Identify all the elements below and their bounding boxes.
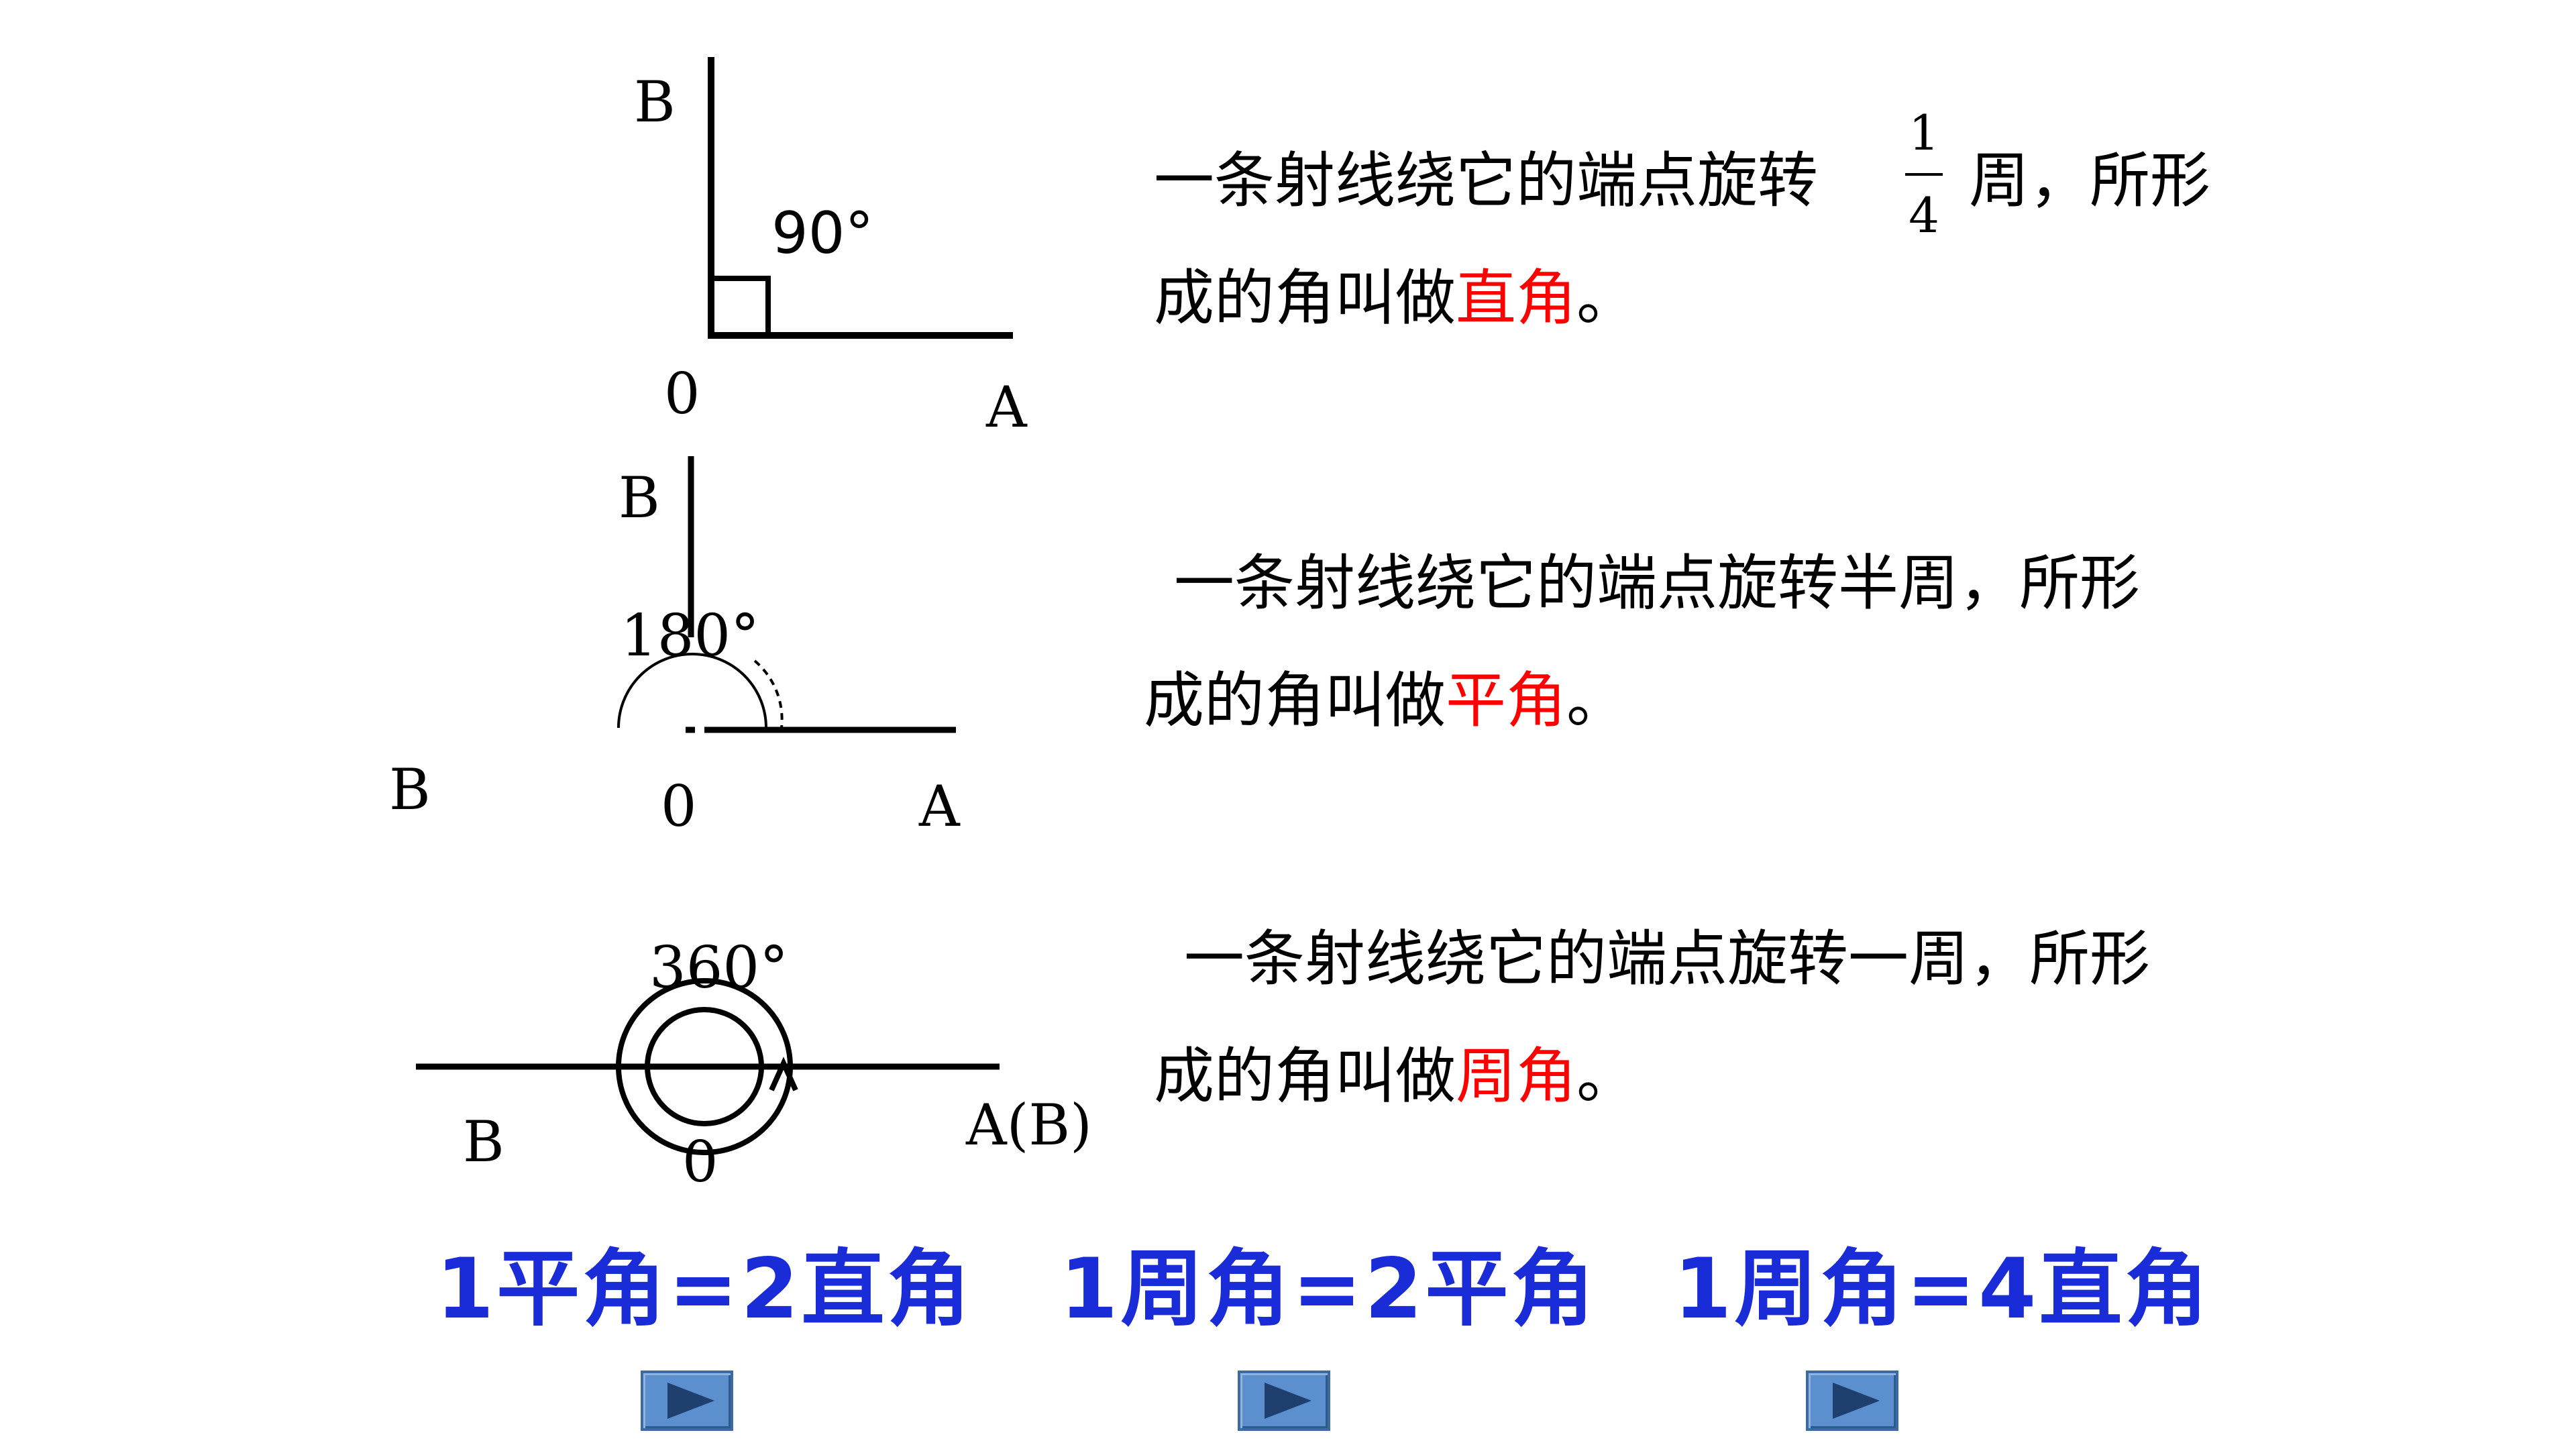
right-angle-degree: 90° [771, 200, 874, 267]
full-angle-degree: 360° [649, 934, 789, 1002]
equation-full-right: 1周角=4直角 [1674, 1241, 2211, 1338]
full-angle-label-ab: A(B) [966, 1092, 1092, 1158]
right-angle-desc-line2-text: 成的角叫做 [1154, 263, 1456, 333]
play-icon [667, 1383, 714, 1419]
right-angle-desc-line2: 成的角叫做直角。 [1154, 268, 1637, 329]
play-button-3[interactable] [1806, 1371, 1898, 1431]
play-button-2[interactable] [1238, 1371, 1330, 1431]
play-button-1[interactable] [641, 1371, 733, 1431]
straight-angle-desc-end: 。 [1566, 665, 1627, 736]
straight-angle-arc [617, 653, 767, 729]
straight-angle-degree: 180° [621, 602, 760, 669]
right-angle-frac-den: 4 [1909, 187, 1939, 244]
straight-angle-desc-line2-text: 成的角叫做 [1144, 665, 1446, 736]
equation-full-straight: 1周角=2平角 [1060, 1241, 1597, 1338]
full-angle-figure [416, 978, 1000, 1155]
straight-angle-label-b-left: B [389, 757, 431, 822]
full-angle-desc-end: 。 [1576, 1041, 1637, 1112]
right-angle-frac-bar [1905, 173, 1943, 176]
right-angle-desc-line1: 一条射线绕它的端点旋转 [1154, 151, 1818, 211]
right-angle-term: 直角 [1456, 263, 1576, 333]
right-angle-desc-end: 。 [1576, 263, 1637, 333]
straight-angle-label-b-top: B [619, 465, 660, 531]
right-angle-label-o: 0 [664, 361, 700, 427]
full-angle-arrow [769, 1057, 798, 1091]
right-angle-desc-after: 周，所形 [1969, 146, 2210, 216]
right-angle-desc-before: 一条射线绕它的端点旋转 [1154, 146, 1818, 216]
play-icon [1265, 1383, 1311, 1419]
full-angle-desc-line1: 一条射线绕它的端点旋转一周，所形 [1184, 924, 2150, 994]
straight-angle-desc-line2: 成的角叫做平角。 [1144, 671, 1627, 731]
full-angle-label-o: 0 [682, 1129, 718, 1195]
full-angle-label-b: B [463, 1109, 504, 1175]
right-angle-label-b: B [634, 69, 676, 135]
straight-angle-desc-line1: 一条射线绕它的端点旋转半周，所形 [1174, 548, 2140, 619]
full-angle-desc-line2-text: 成的角叫做 [1154, 1041, 1456, 1112]
play-icon [1833, 1383, 1880, 1419]
straight-angle-label-a: A [919, 773, 960, 839]
right-angle-figure [708, 57, 1013, 339]
right-angle-label-a: A [986, 374, 1027, 440]
right-angle-frac-num: 1 [1909, 105, 1939, 161]
straight-angle-label-o: 0 [661, 773, 697, 839]
equation-straight-right: 1平角=2直角 [436, 1241, 973, 1338]
full-angle-desc-line2: 成的角叫做周角。 [1154, 1046, 1637, 1107]
right-angle-marker [708, 276, 771, 338]
straight-angle-arc-dashed [753, 659, 784, 729]
full-angle-outer-circle [616, 978, 793, 1155]
full-angle-term: 周角 [1456, 1041, 1576, 1112]
straight-angle-term: 平角 [1446, 665, 1566, 736]
straight-angle-figure [617, 456, 956, 733]
full-angle-inner-circle [645, 1007, 764, 1126]
